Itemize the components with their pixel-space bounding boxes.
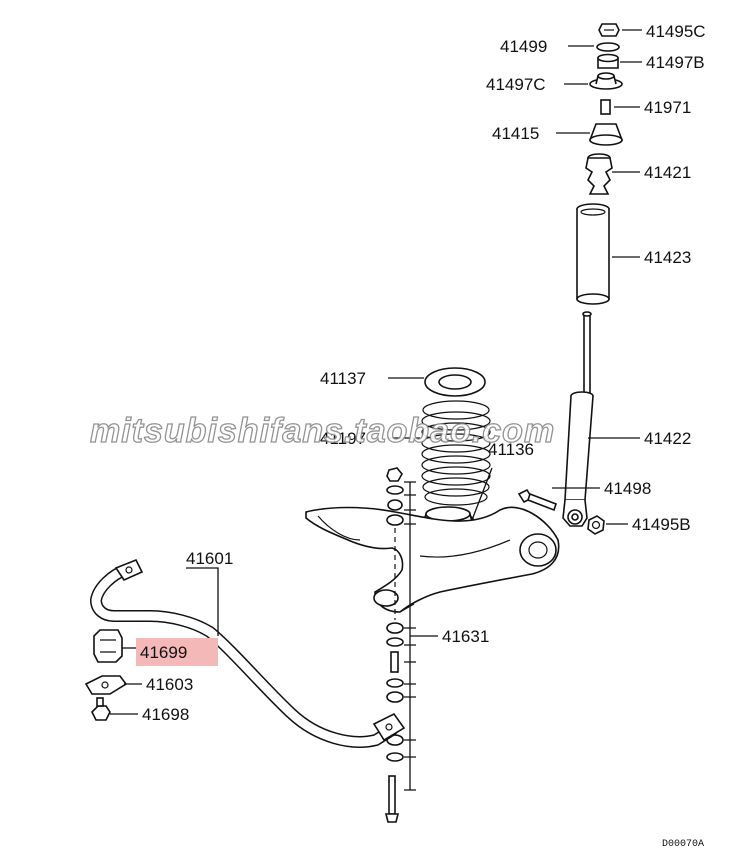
label-41137[interactable]: 41137 (320, 369, 366, 388)
stabilizer-bolt (91, 697, 111, 721)
strut-mount-bushing (589, 72, 623, 90)
label-41422[interactable]: 41422 (644, 429, 691, 448)
strut-top-nut (598, 23, 620, 37)
label-41971[interactable]: 41971 (644, 98, 691, 117)
label-41136[interactable]: 41136 (488, 440, 534, 459)
stabilizer-bushing (93, 629, 123, 663)
label-41603[interactable]: 41603 (146, 675, 193, 694)
bump-stopper (585, 153, 613, 195)
label-41499[interactable]: 41499 (500, 37, 547, 56)
shock-lower-nut (587, 515, 605, 535)
strut-washer (596, 42, 620, 52)
label-41415[interactable]: 41415 (492, 124, 539, 143)
label-41495C[interactable]: 41495C (646, 22, 706, 41)
watermark: mitsubishifans.taobao.com (90, 412, 555, 450)
strut-upper-bushing (597, 53, 619, 69)
dust-cover (576, 203, 610, 305)
label-41495B[interactable]: 41495B (632, 515, 691, 534)
label-41497C[interactable]: 41497C (486, 75, 546, 94)
label-41631[interactable]: 41631 (442, 627, 489, 646)
shock-absorber (562, 311, 594, 527)
label-41497B[interactable]: 41497B (646, 53, 705, 72)
stabilizer-link-stack (384, 467, 404, 823)
spring-upper-seat (424, 367, 486, 397)
part-highlight (136, 638, 218, 666)
stabilizer-bar (89, 558, 406, 748)
label-41699[interactable]: 41699 (140, 643, 187, 662)
shock-lower-bolt (517, 488, 558, 512)
label-41498[interactable]: 41498 (604, 479, 651, 498)
label-41601[interactable]: 41601 (186, 549, 233, 568)
label-41197[interactable]: 41197 (320, 429, 366, 448)
strut-upper-cushion (588, 123, 624, 146)
diagram-code: D00070A (662, 839, 704, 850)
label-41698[interactable]: 41698 (142, 705, 189, 724)
stabilizer-bracket (84, 675, 128, 695)
label-41421[interactable]: 41421 (644, 163, 691, 182)
coil-spring (421, 400, 491, 506)
leader-lines (110, 29, 642, 791)
lower-arm (305, 506, 560, 613)
label-41423[interactable]: 41423 (644, 248, 691, 267)
strut-collar (600, 99, 611, 115)
